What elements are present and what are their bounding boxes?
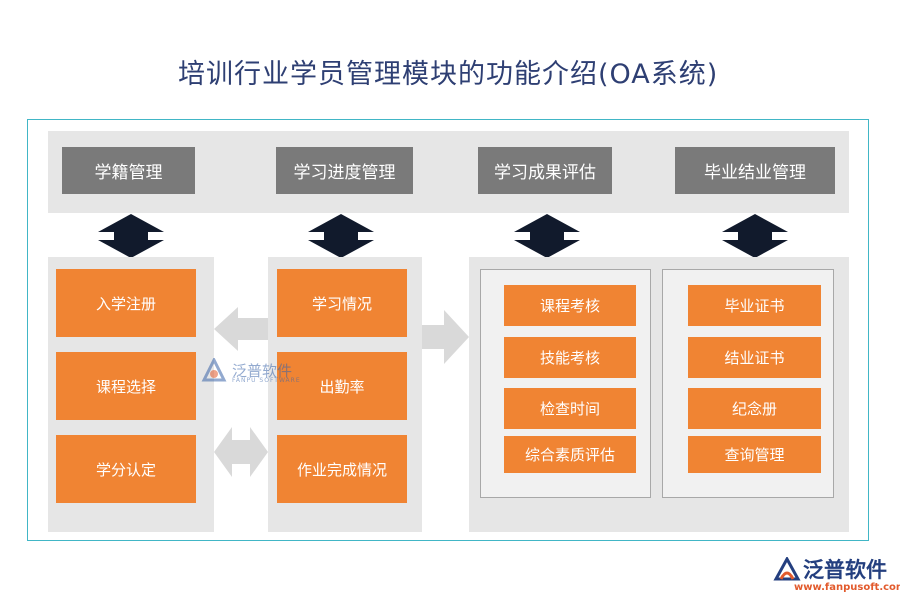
brand-name: 泛普软件 xyxy=(803,558,887,582)
fanpu-logo-icon xyxy=(773,557,801,581)
item-box: 课程考核 xyxy=(504,285,636,326)
module-header-enrollment: 学籍管理 xyxy=(62,147,195,194)
item-box: 课程选择 xyxy=(56,352,196,420)
item-box: 查询管理 xyxy=(688,436,821,473)
bidirectional-arrow-icon xyxy=(308,214,374,258)
diagram-frame xyxy=(27,119,869,541)
item-box: 结业证书 xyxy=(688,337,821,378)
item-box: 学习情况 xyxy=(277,269,407,337)
page-title: 培训行业学员管理模块的功能介绍(OA系统) xyxy=(178,59,719,90)
watermark-name: 泛普软件 xyxy=(232,362,293,380)
item-box: 技能考核 xyxy=(504,337,636,378)
item-box: 纪念册 xyxy=(688,388,821,429)
brand-url: www.fanpusoft.com xyxy=(794,582,900,593)
item-box: 出勤率 xyxy=(277,352,407,420)
bidirectional-horizontal-arrow-icon xyxy=(214,427,268,477)
bidirectional-arrow-icon xyxy=(98,214,164,258)
watermark-sub: FANPU SOFTWARE xyxy=(232,377,301,384)
module-header-progress: 学习进度管理 xyxy=(276,147,413,194)
item-box: 检查时间 xyxy=(504,388,636,429)
item-box: 学分认定 xyxy=(56,435,196,503)
watermark-logo-icon xyxy=(201,358,227,382)
right-arrow-icon xyxy=(422,310,469,364)
item-box: 毕业证书 xyxy=(688,285,821,326)
item-box: 综合素质评估 xyxy=(504,436,636,473)
module-header-assessment: 学习成果评估 xyxy=(478,147,612,194)
bidirectional-arrow-icon xyxy=(514,214,580,258)
bidirectional-arrow-icon xyxy=(722,214,788,258)
module-header-graduation: 毕业结业管理 xyxy=(675,147,835,194)
item-box: 入学注册 xyxy=(56,269,196,337)
item-box: 作业完成情况 xyxy=(277,435,407,503)
left-arrow-icon xyxy=(214,307,268,351)
